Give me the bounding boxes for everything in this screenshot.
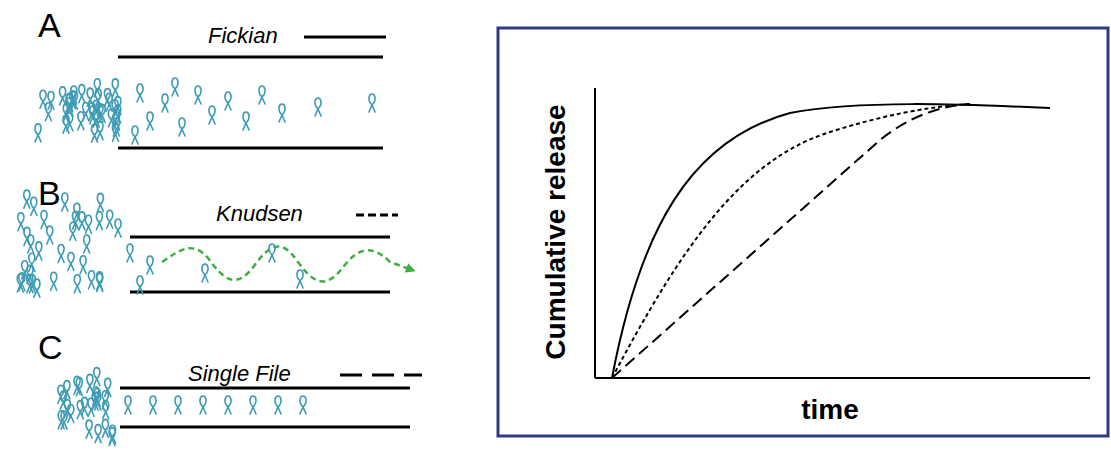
panel-letter: A bbox=[38, 8, 61, 42]
channel-walls bbox=[120, 388, 410, 427]
legend-label: Single File bbox=[186, 363, 293, 385]
channel-walls bbox=[130, 237, 390, 292]
legend-sample bbox=[340, 374, 422, 377]
legend-sample bbox=[304, 36, 386, 39]
legend-label: Fickian bbox=[206, 25, 280, 47]
axis-title: time bbox=[801, 396, 859, 424]
molecules bbox=[17, 78, 375, 446]
release-curves bbox=[612, 104, 1050, 378]
chart-frame bbox=[498, 28, 1108, 436]
legend-label: Knudsen bbox=[214, 203, 305, 225]
channel-walls bbox=[118, 57, 383, 148]
knudsen-path bbox=[162, 247, 412, 282]
panel-letter: B bbox=[38, 176, 61, 210]
chart-axes bbox=[595, 88, 1090, 378]
legend-sample bbox=[356, 214, 398, 217]
axis-title: Cumulative release bbox=[542, 104, 570, 359]
legend-samples bbox=[304, 37, 422, 375]
panel-letter: C bbox=[38, 330, 63, 364]
